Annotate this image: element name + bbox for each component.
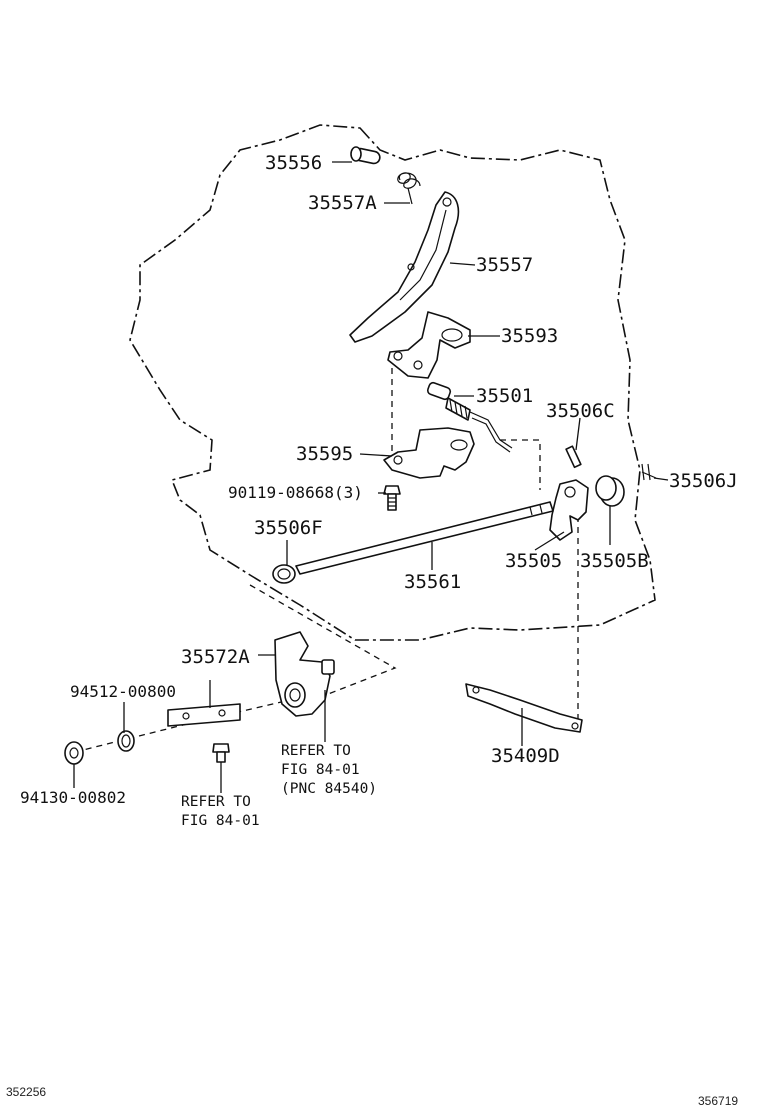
seal-35506f xyxy=(272,564,296,584)
label-35556: 35556 xyxy=(265,152,322,174)
lever-35409d xyxy=(465,683,583,733)
label-35506j: 35506J xyxy=(669,470,738,492)
leader-35506j xyxy=(653,477,669,481)
spring-35557a xyxy=(397,172,421,205)
guide-line-sensor xyxy=(249,584,397,706)
note-refer-2-line-2: FIG 84-01 xyxy=(181,813,260,829)
shaft-35561 xyxy=(295,501,554,575)
note-refer-1-line-1: REFER TO xyxy=(281,743,351,759)
leader-35595 xyxy=(359,453,393,457)
label-35506c: 35506C xyxy=(546,400,615,422)
label-35505: 35505 xyxy=(505,550,562,572)
washer-94512 xyxy=(117,730,135,752)
note-refer-1-line-2: FIG 84-01 xyxy=(281,762,360,778)
nut-94130 xyxy=(64,741,84,765)
leader-35505 xyxy=(534,531,565,551)
leader-35557 xyxy=(449,262,476,266)
lever-bracket-35557 xyxy=(349,191,460,343)
transmission-case-outline xyxy=(129,124,656,641)
bushing-35505b xyxy=(595,475,625,507)
leader-35506c xyxy=(575,417,581,451)
label-94512: 94512-00800 xyxy=(70,682,176,701)
bolt-90119 xyxy=(383,485,401,511)
label-35506f: 35506F xyxy=(254,517,323,539)
label-35593: 35593 xyxy=(501,325,558,347)
bracket-35593 xyxy=(387,311,471,379)
selector-lever-35505 xyxy=(549,479,589,541)
note-refer-2-line-1: REFER TO xyxy=(181,794,251,810)
label-35557: 35557 xyxy=(476,254,533,276)
label-35501: 35501 xyxy=(476,385,533,407)
label-35557a: 35557A xyxy=(308,192,377,214)
pin-35556 xyxy=(350,146,381,165)
label-35505b: 35505B xyxy=(580,550,649,572)
footer-code-left: 352256 xyxy=(6,1085,46,1099)
guide-line-washer xyxy=(74,699,291,753)
label-94130: 94130-00802 xyxy=(20,788,126,807)
switch-35572a xyxy=(274,631,335,717)
switch-bracket-plate xyxy=(167,703,241,727)
label-90119: 90119-08668(3) xyxy=(228,483,363,502)
note-refer-1-line-3: (PNC 84540) xyxy=(281,781,377,797)
label-35595: 35595 xyxy=(296,443,353,465)
clip-35506j xyxy=(641,463,657,481)
pin-35506c xyxy=(565,445,582,469)
label-35561: 35561 xyxy=(404,571,461,593)
cable-35501 xyxy=(426,381,513,453)
bracket-35595 xyxy=(383,427,475,479)
label-35572a: 35572A xyxy=(181,646,250,668)
guide-line-cable xyxy=(500,439,541,490)
label-35409d: 35409D xyxy=(491,745,560,767)
footer-code-right: 356719 xyxy=(698,1094,738,1108)
bracket-bolt xyxy=(212,743,230,763)
